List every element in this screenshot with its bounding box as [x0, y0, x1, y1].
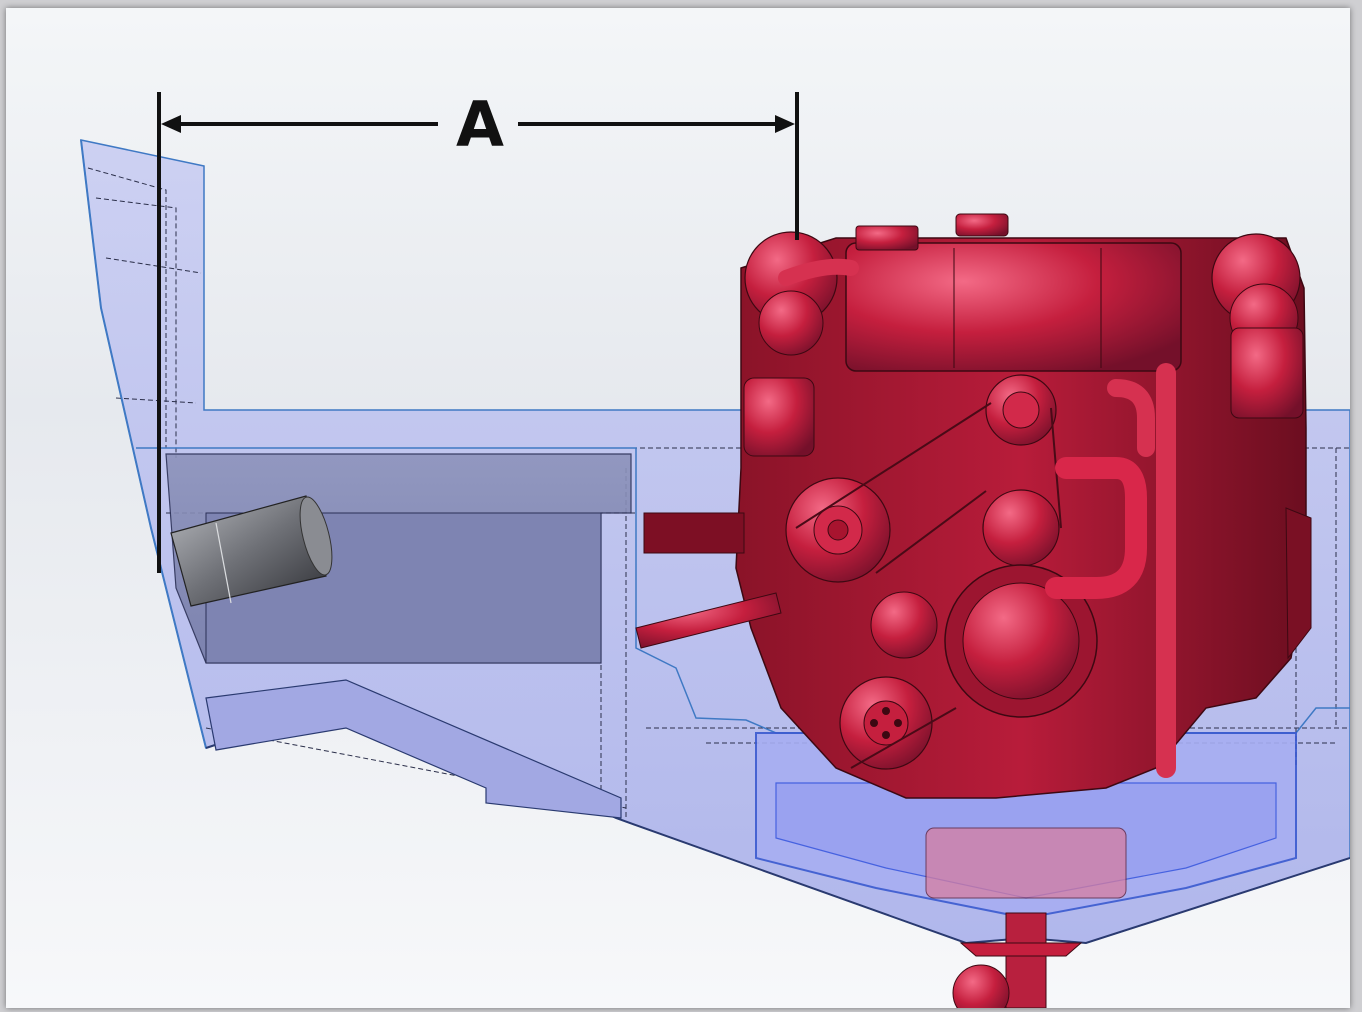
lower-strut	[205, 679, 622, 819]
coolant-pipe	[1045, 457, 1147, 599]
dimension-arrow-right	[775, 115, 795, 133]
dimension-arrow-left	[161, 115, 181, 133]
cad-viewport: A	[6, 8, 1350, 1008]
cad-drawing: A	[80, 88, 1350, 1008]
stub-pipe-lower	[635, 592, 782, 649]
prop-shaft	[1005, 912, 1047, 1008]
intercooler	[845, 242, 1182, 372]
propeller-blade	[952, 964, 1010, 1008]
pulley-water-pump	[982, 489, 1060, 567]
pulley-idler	[870, 591, 938, 659]
exhaust-pipe	[170, 495, 333, 607]
hull-transom-edge	[80, 139, 207, 749]
stub-pipe-upper	[643, 512, 745, 554]
marine-engine	[635, 213, 1312, 1008]
dimension-a: A	[157, 88, 799, 573]
deck-line	[136, 447, 1350, 734]
dimension-label: A	[456, 88, 504, 161]
gearbox	[925, 827, 1127, 899]
oil-filter	[743, 377, 815, 457]
